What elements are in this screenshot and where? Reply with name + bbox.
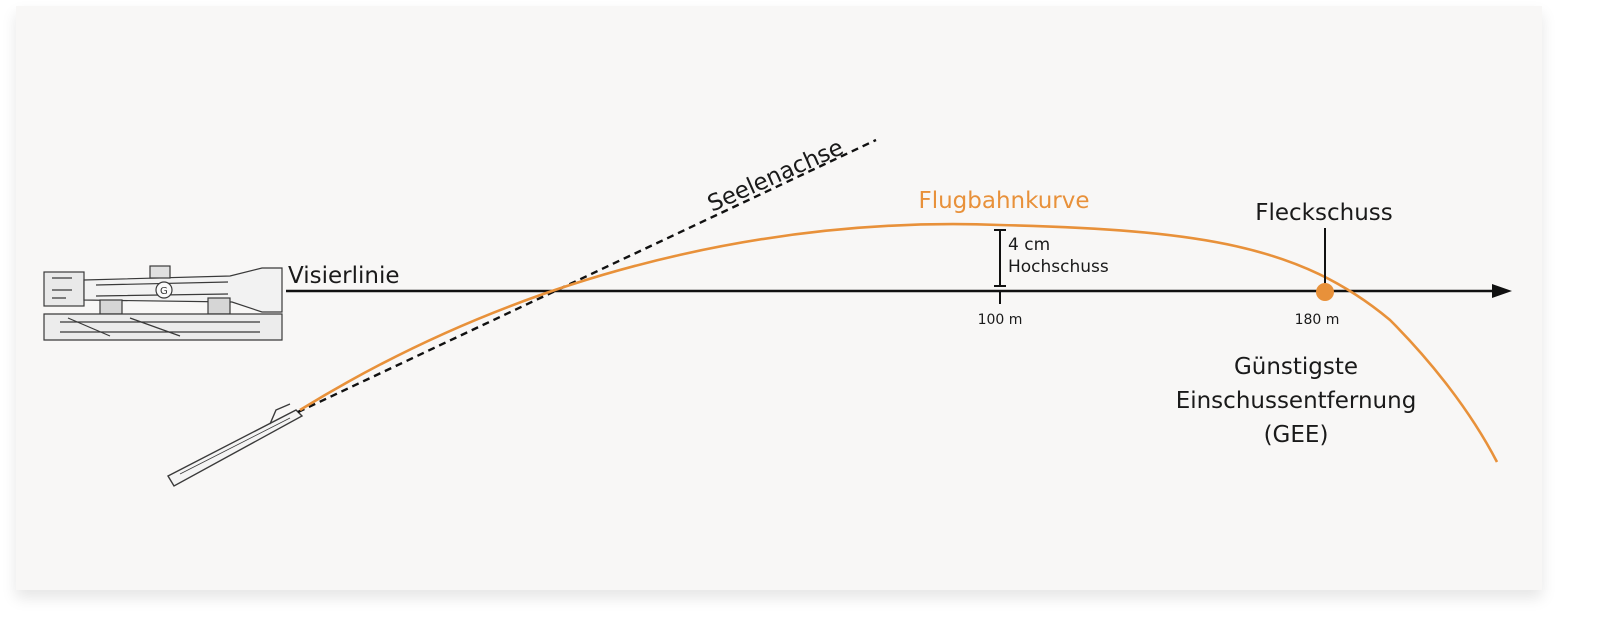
bore-axis-line (297, 138, 877, 414)
line-of-sight-label: Visierlinie (288, 263, 400, 289)
rise-label: Hochschuss (1008, 257, 1109, 277)
gee-label-line1: Günstigste (1234, 354, 1358, 380)
svg-text:G: G (160, 286, 168, 297)
distance-180-label: 180 m (1295, 312, 1340, 328)
trajectory-label: Flugbahnkurve (918, 188, 1089, 214)
gee-label-line3: (GEE) (1264, 422, 1329, 448)
point-of-impact-dot (1316, 283, 1334, 301)
arrow-right-icon (1492, 284, 1512, 298)
rifle-barrel-icon (167, 403, 304, 487)
gee-label-line2: Einschussentfernung (1176, 388, 1417, 414)
trajectory-curve (299, 222, 1499, 463)
distance-100-label: 100 m (978, 312, 1023, 328)
bore-axis-label: Seelenachse (704, 135, 847, 218)
rise-value-label: 4 cm (1008, 235, 1050, 255)
rifle-with-scope-icon: G (43, 265, 283, 341)
point-of-impact-label: Fleckschuss (1255, 200, 1392, 226)
rise-bracket (994, 229, 1006, 287)
